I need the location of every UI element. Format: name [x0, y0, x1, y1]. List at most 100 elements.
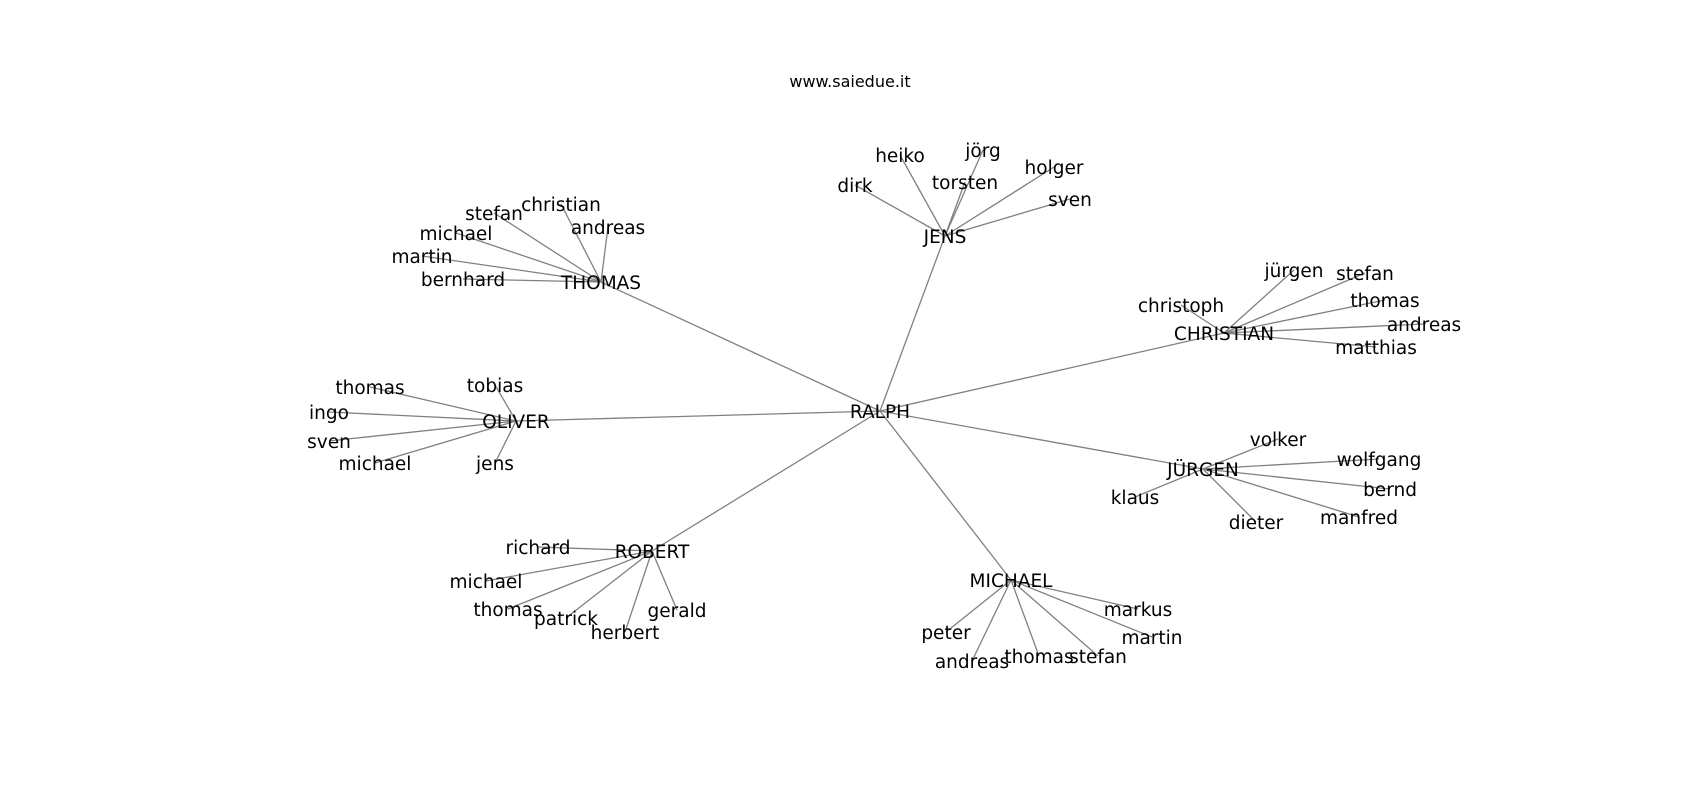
- leaf-node-thomas-bernhard: bernhard: [421, 270, 505, 291]
- leaf-node-michael-thomas: thomas: [1004, 647, 1073, 668]
- edge-michael-martin: [1010, 579, 1153, 638]
- leaf-node-christian-thomas: thomas: [1350, 291, 1419, 312]
- leaf-node-oliver-tobias: tobias: [467, 376, 523, 397]
- leaf-node-oliver-ingo: ingo: [309, 403, 349, 424]
- hub-node-juergen: JÜRGEN: [1166, 459, 1239, 481]
- leaf-node-thomas-stefan: stefan: [465, 204, 523, 225]
- leaf-node-robert-richard: richard: [505, 538, 570, 559]
- edge-robert-thomas: [507, 550, 653, 610]
- edge-root-christian: [879, 332, 1225, 412]
- hub-node-christian: CHRISTIAN: [1174, 324, 1274, 345]
- edge-thomas-michael: [455, 232, 602, 283]
- hub-node-jens: JENS: [923, 227, 967, 248]
- chart-title: www.saiedue.it: [789, 72, 911, 91]
- leaf-node-michael-martin: martin: [1121, 628, 1182, 649]
- edge-juergen-manfred: [1202, 468, 1360, 518]
- leaf-node-christian-matthias: matthias: [1335, 338, 1417, 359]
- edge-robert-patrick: [565, 550, 653, 619]
- edge-juergen-dieter: [1202, 468, 1257, 523]
- leaf-node-oliver-jens: jens: [475, 454, 514, 475]
- edge-michael-markus: [1010, 579, 1139, 610]
- leaf-node-robert-thomas: thomas: [473, 600, 542, 621]
- leaf-node-jens-dirk: dirk: [837, 176, 872, 197]
- edge-juergen-bernd: [1202, 468, 1391, 490]
- edge-thomas-stefan: [493, 212, 602, 283]
- edge-christian-andreas: [1223, 323, 1425, 334]
- leaf-node-thomas-michael: michael: [420, 224, 493, 245]
- edge-robert-richard: [537, 546, 653, 552]
- leaf-node-michael-markus: markus: [1104, 600, 1172, 621]
- edge-jens-dirk: [854, 184, 946, 237]
- edge-christian-stefan: [1223, 272, 1366, 334]
- edge-root-juergen: [879, 410, 1204, 470]
- leaf-node-michael-andreas: andreas: [935, 652, 1009, 673]
- leaf-node-thomas-andreas: andreas: [571, 218, 645, 239]
- edge-robert-gerald: [651, 550, 678, 611]
- edge-oliver-ingo: [328, 411, 517, 422]
- edge-juergen-wolfgang: [1202, 458, 1380, 470]
- leaf-node-michael-stefan: stefan: [1069, 647, 1127, 668]
- edge-christian-matthias: [1223, 332, 1377, 348]
- leaf-node-jens-torsten: torsten: [932, 173, 998, 194]
- edge-oliver-jens: [494, 420, 517, 464]
- edge-oliver-michael: [374, 420, 517, 464]
- leaf-node-jens-sven: sven: [1048, 190, 1092, 211]
- leaf-node-oliver-thomas: thomas: [335, 378, 404, 399]
- leaf-node-juergen-bernd: bernd: [1363, 480, 1417, 501]
- hub-node-michael: MICHAEL: [970, 571, 1054, 592]
- leaf-node-jens-holger: holger: [1025, 158, 1084, 179]
- edge-michael-peter: [945, 579, 1012, 633]
- leaf-node-michael-peter: peter: [921, 623, 971, 644]
- leaf-node-juergen-dieter: dieter: [1229, 513, 1284, 534]
- edge-thomas-andreas: [600, 226, 609, 283]
- edge-root-michael: [879, 410, 1012, 581]
- edge-christian-thomas: [1223, 299, 1386, 334]
- leaf-node-oliver-sven: sven: [307, 432, 351, 453]
- root-node-label: RALPH: [850, 402, 910, 423]
- leaf-node-robert-patrick: patrick: [534, 609, 598, 630]
- leaf-node-thomas-martin: martin: [391, 247, 452, 268]
- hub-node-robert: ROBERT: [615, 542, 690, 563]
- leaf-node-oliver-michael: michael: [339, 454, 412, 475]
- edge-jens-holger: [944, 166, 1055, 237]
- leaf-node-christian-christoph: christoph: [1138, 296, 1224, 317]
- edges-layer: [328, 149, 1425, 662]
- leaf-node-robert-michael: michael: [450, 572, 523, 593]
- edge-jens-torsten: [944, 181, 966, 237]
- edge-juergen-klaus: [1134, 468, 1204, 498]
- edge-robert-michael: [485, 550, 653, 582]
- edge-root-jens: [879, 235, 946, 412]
- leaf-node-thomas-christian: christian: [521, 195, 601, 216]
- leaf-node-christian-stefan: stefan: [1336, 264, 1394, 285]
- edge-robert-herbert: [624, 550, 653, 633]
- edge-root-thomas: [600, 281, 881, 412]
- leaf-node-christian-juergen: jürgen: [1264, 261, 1324, 282]
- leaf-node-robert-gerald: gerald: [648, 601, 707, 622]
- edge-thomas-christian: [560, 203, 602, 283]
- edge-christian-christoph: [1180, 304, 1225, 334]
- hub-node-oliver: OLIVER: [482, 412, 550, 433]
- edge-root-robert: [651, 410, 881, 552]
- edge-jens-sven: [944, 198, 1071, 237]
- edge-michael-stefan: [1010, 579, 1099, 657]
- leaf-node-jens-joerg: jörg: [964, 141, 1000, 162]
- edge-thomas-bernhard: [462, 278, 602, 283]
- edge-christian-juergen: [1223, 269, 1295, 334]
- leaf-node-jens-heiko: heiko: [875, 146, 925, 167]
- leaf-node-juergen-klaus: klaus: [1111, 488, 1160, 509]
- edge-oliver-sven: [328, 420, 517, 442]
- leaf-node-juergen-volker: volker: [1250, 430, 1307, 451]
- edge-jens-heiko: [899, 154, 946, 237]
- edge-michael-andreas: [971, 579, 1012, 662]
- edge-michael-thomas: [1010, 579, 1040, 657]
- leaf-node-juergen-manfred: manfred: [1320, 508, 1398, 529]
- edge-oliver-tobias: [494, 384, 517, 422]
- leaf-node-juergen-wolfgang: wolfgang: [1337, 450, 1422, 471]
- leaf-node-christian-andreas: andreas: [1387, 315, 1461, 336]
- hub-node-thomas: THOMAS: [560, 273, 641, 294]
- edge-root-oliver: [515, 410, 881, 422]
- leaf-node-robert-herbert: herbert: [591, 623, 660, 644]
- edge-thomas-martin: [421, 255, 602, 283]
